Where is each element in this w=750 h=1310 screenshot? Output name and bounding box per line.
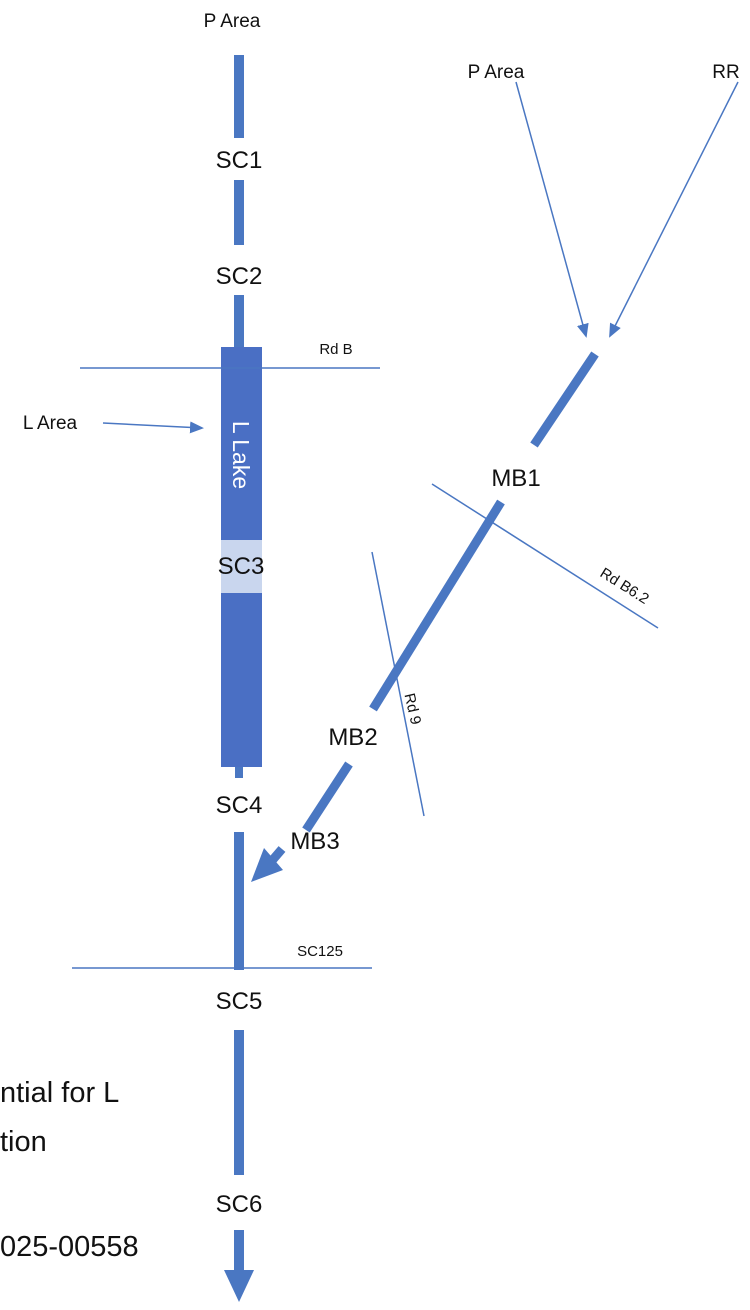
station-mb1: MB1 — [491, 465, 540, 492]
station-sc2: SC2 — [216, 263, 263, 290]
label-rd-b62: Rd B6.2 — [597, 565, 652, 608]
station-sc3: SC3 — [218, 553, 265, 580]
inflow-p-area-right — [515, 81, 589, 338]
note-line-2: tion — [0, 1126, 47, 1158]
outflow-arrow-icon — [224, 1270, 254, 1302]
station-sc4: SC4 — [216, 792, 263, 819]
label-rr: RR — [712, 62, 739, 83]
label-p-area-right: P Area — [468, 62, 525, 83]
inflow-l-area — [102, 421, 204, 434]
label-sc125: SC125 — [297, 943, 343, 960]
label-l-area: L Area — [23, 413, 78, 434]
confluence-arrow-icon — [251, 848, 283, 882]
tributary-segment-low — [302, 761, 353, 833]
lake-label: L Lake — [228, 421, 254, 489]
labels: P Area P Area RR L Area Rd B SC125 Rd B6… — [23, 11, 740, 1218]
station-sc6: SC6 — [216, 1191, 263, 1218]
roads — [72, 367, 659, 969]
station-mb3: MB3 — [290, 828, 339, 855]
label-p-area-top: P Area — [204, 11, 261, 32]
label-rd-9: Rd 9 — [401, 692, 425, 727]
tributary-segment-mid — [369, 499, 505, 712]
lake-band-sc3 — [221, 540, 262, 593]
station-mb2: MB2 — [328, 724, 377, 751]
main-stream — [224, 55, 254, 1302]
inflow-rr — [609, 81, 739, 338]
tributary-segment-top — [530, 351, 599, 448]
inflows — [102, 81, 739, 434]
label-rd-b: Rd B — [319, 341, 352, 358]
road-rd-9 — [371, 551, 425, 817]
road-rd-b62 — [431, 483, 659, 629]
cropped-note: ntial for L tion 025-00558 — [0, 1077, 139, 1263]
l-lake: L Lake — [221, 347, 262, 767]
station-sc1: SC1 — [216, 147, 263, 174]
note-line-1: ntial for L — [0, 1077, 119, 1109]
note-line-3: 025-00558 — [0, 1231, 139, 1263]
tributary-mb — [251, 351, 599, 882]
station-sc5: SC5 — [216, 988, 263, 1015]
